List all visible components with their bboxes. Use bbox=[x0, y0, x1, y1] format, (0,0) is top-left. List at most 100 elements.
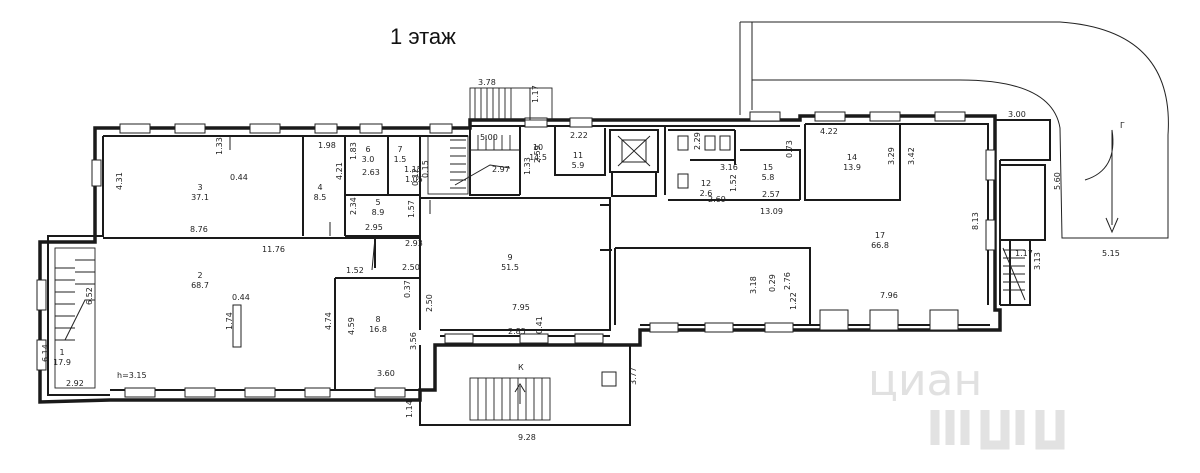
dimension-label: 0.15 bbox=[421, 160, 430, 178]
room-labels: 117.9268.7337.148.558.963.071.5816.8951.… bbox=[53, 143, 889, 367]
dimension-label: 2.57 bbox=[762, 190, 780, 199]
room-number-9: 9 bbox=[507, 253, 512, 262]
stairs bbox=[54, 87, 1026, 426]
room-number-17: 17 bbox=[875, 231, 885, 240]
room-area-5: 8.9 bbox=[372, 208, 385, 217]
room-area-12: 2.6 bbox=[700, 189, 713, 198]
room-number-4: 4 bbox=[317, 183, 322, 192]
watermark: циан bbox=[868, 355, 1065, 450]
dimension-label: 4.22 bbox=[820, 127, 838, 136]
dimension-label: 1.98 bbox=[318, 141, 336, 150]
dimension-label: 3.56 bbox=[409, 332, 418, 350]
outer-walls bbox=[38, 21, 1169, 404]
dimension-label: 2.85 bbox=[508, 327, 526, 336]
room-number-12: 12 bbox=[701, 179, 711, 188]
dimension-label: 2.59 bbox=[533, 145, 542, 163]
dimension-label: 2.29 bbox=[693, 132, 702, 150]
entrance-label: К bbox=[518, 363, 524, 372]
dimension-label: 0.44 bbox=[232, 293, 250, 302]
dimension-label: 1.83 bbox=[349, 142, 358, 160]
dimension-label: 1.05 bbox=[405, 175, 423, 184]
dimension-label: 0.73 bbox=[785, 140, 794, 158]
room-area-1: 17.9 bbox=[53, 358, 71, 367]
dimension-label: 3.13 bbox=[1033, 252, 1042, 270]
dimension-label: 2.63 bbox=[362, 168, 380, 177]
dimension-label: 2.50 bbox=[425, 294, 434, 312]
dimension-labels: 3.78 1.17 5.00 2.22 1.33 0.44 4.31 8.76 1.98 4.21… bbox=[41, 78, 1120, 442]
dimension-label: 7.96 bbox=[880, 291, 898, 300]
dimension-label: 8.13 bbox=[971, 212, 980, 230]
dimension-label: 6.14 bbox=[41, 344, 50, 362]
dimension-label: 1.33 bbox=[215, 137, 224, 155]
room-area-6: 3.0 bbox=[362, 155, 375, 164]
dimension-label: 1.17 bbox=[531, 85, 540, 103]
floor-title: 1 этаж bbox=[390, 24, 456, 49]
dimension-label: 9.28 bbox=[518, 433, 536, 442]
room-area-10: 14.5 bbox=[529, 153, 547, 162]
dimension-label: 5.60 bbox=[1053, 172, 1062, 190]
room-number-2: 2 bbox=[197, 271, 202, 280]
dimension-label: 2.76 bbox=[783, 272, 792, 290]
room-number-14: 14 bbox=[847, 153, 857, 162]
dimension-label: 6.52 bbox=[85, 287, 94, 305]
dimension-label: 4.59 bbox=[347, 317, 356, 335]
dimension-label: 1.14 bbox=[405, 400, 414, 418]
room-area-15: 5.8 bbox=[762, 173, 775, 182]
dimension-label: 2.69 bbox=[708, 195, 726, 204]
dimension-label: 0.44 bbox=[230, 173, 248, 182]
room-area-11: 5.9 bbox=[572, 161, 585, 170]
dimension-label: 1.22 bbox=[789, 292, 798, 310]
room-number-8: 8 bbox=[375, 315, 380, 324]
dimension-label: 1.33 bbox=[523, 157, 532, 175]
fixture-rect bbox=[232, 304, 242, 348]
dimension-label: 3.42 bbox=[907, 147, 916, 165]
room-area-8: 16.8 bbox=[369, 325, 387, 334]
dimension-label: 8.76 bbox=[190, 225, 208, 234]
room-number-3: 3 bbox=[197, 183, 202, 192]
room-area-14: 13.9 bbox=[843, 163, 861, 172]
room-number-7: 7 bbox=[397, 145, 402, 154]
dimension-label: 2.92 bbox=[66, 379, 84, 388]
dimension-label: 4.74 bbox=[324, 312, 333, 330]
room-area-4: 8.5 bbox=[314, 193, 327, 202]
dimension-label: 2.93 bbox=[405, 239, 423, 248]
dimension-label: 3.29 bbox=[887, 147, 896, 165]
dimension-label: 2.22 bbox=[570, 131, 588, 140]
dimension-label: 1.74 bbox=[225, 312, 234, 330]
dimension-label: 3.60 bbox=[377, 369, 395, 378]
dimension-label: 0.29 bbox=[768, 274, 777, 292]
dimension-label: 2.34 bbox=[349, 197, 358, 215]
room-area-2: 68.7 bbox=[191, 281, 209, 290]
dimension-label: 2.95 bbox=[365, 223, 383, 232]
dimension-label: 0.41 bbox=[535, 316, 544, 334]
room-area-17: 66.8 bbox=[871, 241, 889, 250]
room-number-15: 15 bbox=[763, 163, 773, 172]
dimension-label: 1.52 bbox=[729, 174, 738, 192]
dimension-label: 1.15 bbox=[404, 165, 422, 174]
room-number-10: 10 bbox=[533, 143, 543, 152]
windows bbox=[36, 111, 996, 398]
dimension-label: 7.95 bbox=[512, 303, 530, 312]
terrace-mark-label: Г bbox=[1120, 121, 1125, 130]
dimension-label: 2.97 bbox=[492, 165, 510, 174]
dimension-label: 0.37 bbox=[403, 280, 412, 298]
dimension-label: 4.21 bbox=[335, 162, 344, 180]
ceiling-height-note: h=3.15 bbox=[117, 371, 147, 380]
room-number-1: 1 bbox=[59, 348, 64, 357]
dimension-label: 3.77 bbox=[629, 367, 638, 385]
watermark-text: циан bbox=[868, 355, 982, 406]
room-area-9: 51.5 bbox=[501, 263, 519, 272]
dimension-label: 3.16 bbox=[720, 163, 738, 172]
room-number-5: 5 bbox=[375, 198, 380, 207]
dimension-label: 4.31 bbox=[115, 172, 124, 190]
room-number-6: 6 bbox=[365, 145, 370, 154]
dimension-label: 1.52 bbox=[346, 266, 364, 275]
room-area-3: 37.1 bbox=[191, 193, 209, 202]
dimension-label: 0.12 bbox=[411, 168, 420, 186]
dimension-label: 3.78 bbox=[478, 78, 496, 87]
dimension-label: 3.00 bbox=[1008, 110, 1026, 119]
dimension-label: 1.17 bbox=[1015, 249, 1033, 258]
dimension-label: 11.76 bbox=[262, 245, 285, 254]
dimension-label: 5.00 bbox=[480, 133, 498, 142]
